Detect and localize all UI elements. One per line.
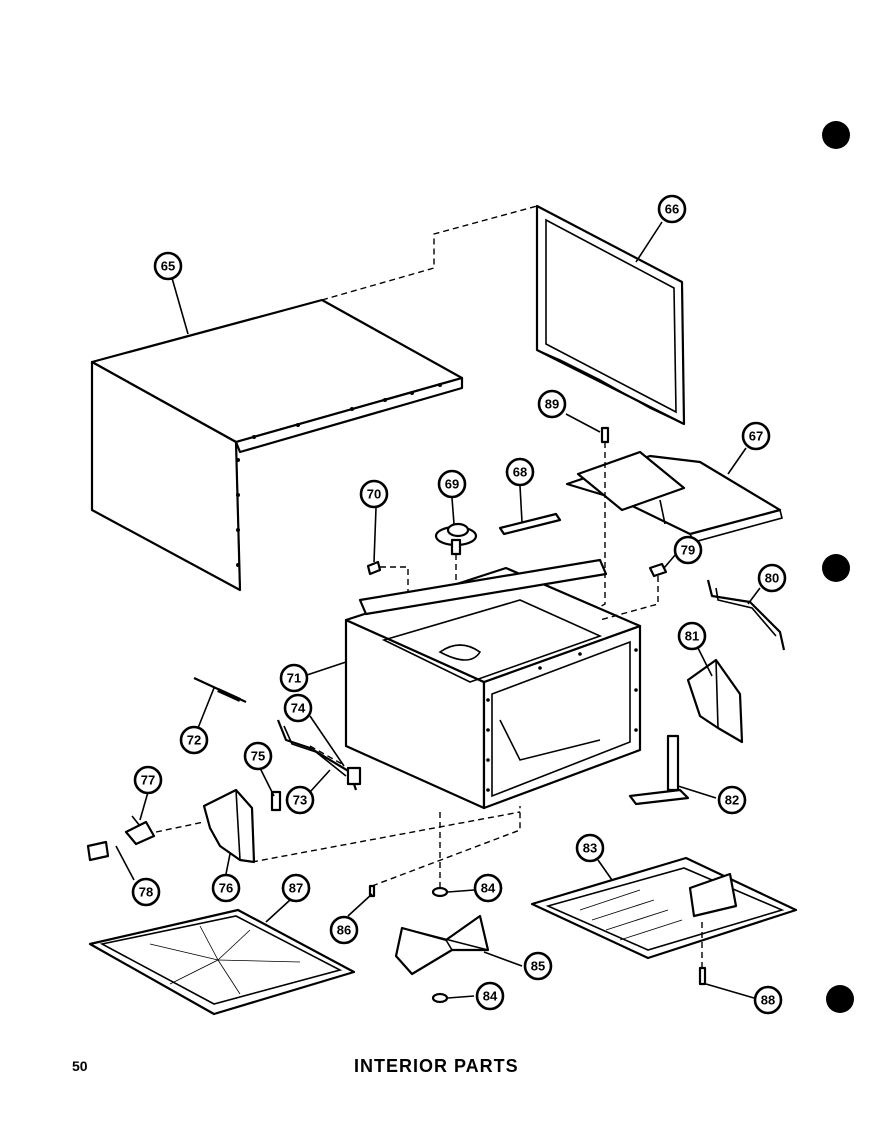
callout-66: 66 bbox=[657, 194, 687, 224]
binder-hole-middle bbox=[822, 554, 850, 582]
part-bottom-plate bbox=[530, 856, 798, 960]
callout-84-top: 84 bbox=[473, 873, 503, 903]
callout-87: 87 bbox=[281, 873, 311, 903]
svg-text:71: 71 bbox=[287, 671, 301, 686]
tray-rays bbox=[149, 925, 301, 995]
svg-text:89: 89 bbox=[545, 397, 559, 412]
part-screw-88 bbox=[698, 920, 707, 986]
callout-72: 72 bbox=[179, 725, 209, 755]
part-latch-lever bbox=[276, 719, 362, 791]
part-pin-86 bbox=[368, 806, 521, 898]
part-small-tab bbox=[86, 840, 110, 862]
svg-text:65: 65 bbox=[161, 259, 175, 274]
part-back-panel bbox=[535, 204, 686, 426]
svg-text:84: 84 bbox=[481, 881, 496, 896]
callout-84-bottom: 84 bbox=[475, 981, 505, 1011]
svg-text:73: 73 bbox=[293, 793, 307, 808]
part-rod bbox=[193, 677, 247, 703]
callout-77: 77 bbox=[133, 765, 163, 795]
svg-text:72: 72 bbox=[187, 733, 201, 748]
callout-86: 86 bbox=[329, 915, 359, 945]
callout-67: 67 bbox=[741, 421, 771, 451]
part-outer-cabinet bbox=[90, 298, 464, 592]
part-bracket-strip bbox=[498, 512, 562, 536]
svg-text:88: 88 bbox=[761, 993, 775, 1008]
callout-70: 70 bbox=[359, 479, 389, 509]
callout-68: 68 bbox=[505, 457, 535, 487]
callout-89: 89 bbox=[537, 389, 567, 419]
part-stirrer-motor bbox=[434, 522, 478, 636]
callout-79: 79 bbox=[673, 535, 703, 565]
svg-text:81: 81 bbox=[685, 629, 699, 644]
page-title: INTERIOR PARTS bbox=[354, 1056, 519, 1076]
svg-text:82: 82 bbox=[725, 793, 739, 808]
callout-69: 69 bbox=[437, 469, 467, 499]
callout-85: 85 bbox=[523, 951, 553, 981]
callout-82: 82 bbox=[717, 785, 747, 815]
svg-text:70: 70 bbox=[367, 487, 381, 502]
callout-80: 80 bbox=[757, 563, 787, 593]
callout-73: 73 bbox=[285, 785, 315, 815]
part-clip-79 bbox=[599, 562, 668, 621]
page-number: 50 bbox=[72, 1058, 88, 1074]
callout-76: 76 bbox=[211, 873, 241, 903]
binder-hole-bottom bbox=[826, 985, 854, 1013]
svg-text:78: 78 bbox=[139, 885, 153, 900]
leader-lines bbox=[115, 221, 761, 999]
svg-text:66: 66 bbox=[665, 202, 679, 217]
callout-78: 78 bbox=[131, 877, 161, 907]
part-washer-bottom bbox=[431, 992, 449, 1004]
part-switch bbox=[124, 815, 156, 846]
callout-71: 71 bbox=[279, 663, 309, 693]
svg-text:84: 84 bbox=[483, 989, 498, 1004]
svg-text:68: 68 bbox=[513, 465, 527, 480]
svg-text:87: 87 bbox=[289, 881, 303, 896]
svg-text:83: 83 bbox=[583, 841, 597, 856]
part-washer-top bbox=[431, 886, 449, 898]
svg-text:75: 75 bbox=[251, 749, 265, 764]
svg-text:74: 74 bbox=[291, 701, 306, 716]
svg-text:85: 85 bbox=[531, 959, 545, 974]
svg-text:80: 80 bbox=[765, 571, 779, 586]
cabinet-screw-holes bbox=[236, 383, 442, 567]
callout-88: 88 bbox=[753, 985, 783, 1015]
part-glass-tray bbox=[88, 908, 356, 1016]
part-stirrer-blade bbox=[394, 914, 490, 976]
svg-text:77: 77 bbox=[141, 773, 155, 788]
svg-text:76: 76 bbox=[219, 881, 233, 896]
cavity-screw-holes bbox=[486, 648, 638, 792]
part-side-bracket bbox=[686, 658, 744, 744]
callout-81: 81 bbox=[677, 621, 707, 651]
part-oven-cavity bbox=[344, 558, 642, 810]
bottom-plate-ribs bbox=[579, 889, 683, 941]
svg-text:86: 86 bbox=[337, 923, 351, 938]
part-small-plate bbox=[270, 790, 282, 812]
part-waveguide-cover bbox=[565, 450, 783, 543]
part-latch-bracket bbox=[202, 788, 256, 864]
callout-65: 65 bbox=[153, 251, 183, 281]
svg-text:79: 79 bbox=[681, 543, 695, 558]
callout-75: 75 bbox=[243, 741, 273, 771]
part-corner-strips bbox=[628, 734, 690, 806]
callout-74: 74 bbox=[283, 693, 313, 723]
svg-text:67: 67 bbox=[749, 429, 763, 444]
binder-hole-top bbox=[822, 121, 850, 149]
svg-text:69: 69 bbox=[445, 477, 459, 492]
part-nut-70 bbox=[366, 560, 488, 689]
callout-83: 83 bbox=[575, 833, 605, 863]
